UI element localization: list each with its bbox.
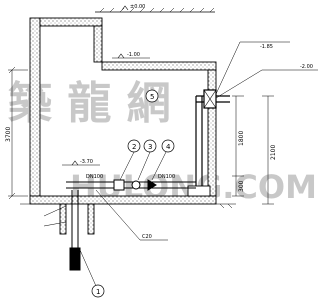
inlet-pipe: [66, 179, 196, 271]
ground-top: [95, 7, 215, 13]
ground-bottom: [20, 203, 236, 209]
callout-5-label: 5: [150, 93, 154, 101]
callout-4: 4: [151, 139, 175, 181]
callout-3: 3: [137, 139, 157, 181]
callout-4-label: 4: [166, 143, 171, 151]
pipe-riser: [187, 89, 230, 197]
right-notes: [215, 41, 318, 99]
dim-left-label: 3700: [5, 127, 12, 142]
callout-3-label: 3: [148, 143, 152, 151]
callout-2-label: 2: [132, 143, 136, 151]
left-notes: [43, 205, 67, 227]
c20-leader: [95, 189, 168, 241]
callout-1-label: 1: [96, 288, 100, 296]
dim-1800: 1800: [238, 131, 245, 146]
right-note-2: -1.85: [260, 44, 273, 50]
dim-2100: 2100: [270, 145, 277, 160]
level-top-label: ±0.00: [130, 4, 145, 10]
level-top: ±0.00: [121, 4, 145, 11]
watermark: 築 龍 網 HULONG.COM: [8, 78, 317, 206]
callout-5: 5: [145, 89, 159, 103]
level-bottom-label: -3.70: [80, 159, 93, 165]
dim-right: [232, 95, 274, 205]
level-bottom: -3.70: [62, 159, 100, 166]
dim-300: 300: [238, 180, 245, 192]
c20-label: C20: [142, 234, 152, 240]
callout-2: 2: [119, 139, 141, 181]
structure-walls: [29, 17, 217, 235]
level-mid-label: -1.00: [127, 52, 140, 58]
pipe-dn100-b: DN100: [158, 174, 175, 180]
callout-1: 1: [79, 249, 105, 298]
right-note-3: -2.00: [300, 64, 313, 70]
level-mid: -1.00: [112, 52, 150, 59]
dim-left: [8, 66, 28, 200]
pipe-dn100-a: DN100: [86, 174, 103, 180]
